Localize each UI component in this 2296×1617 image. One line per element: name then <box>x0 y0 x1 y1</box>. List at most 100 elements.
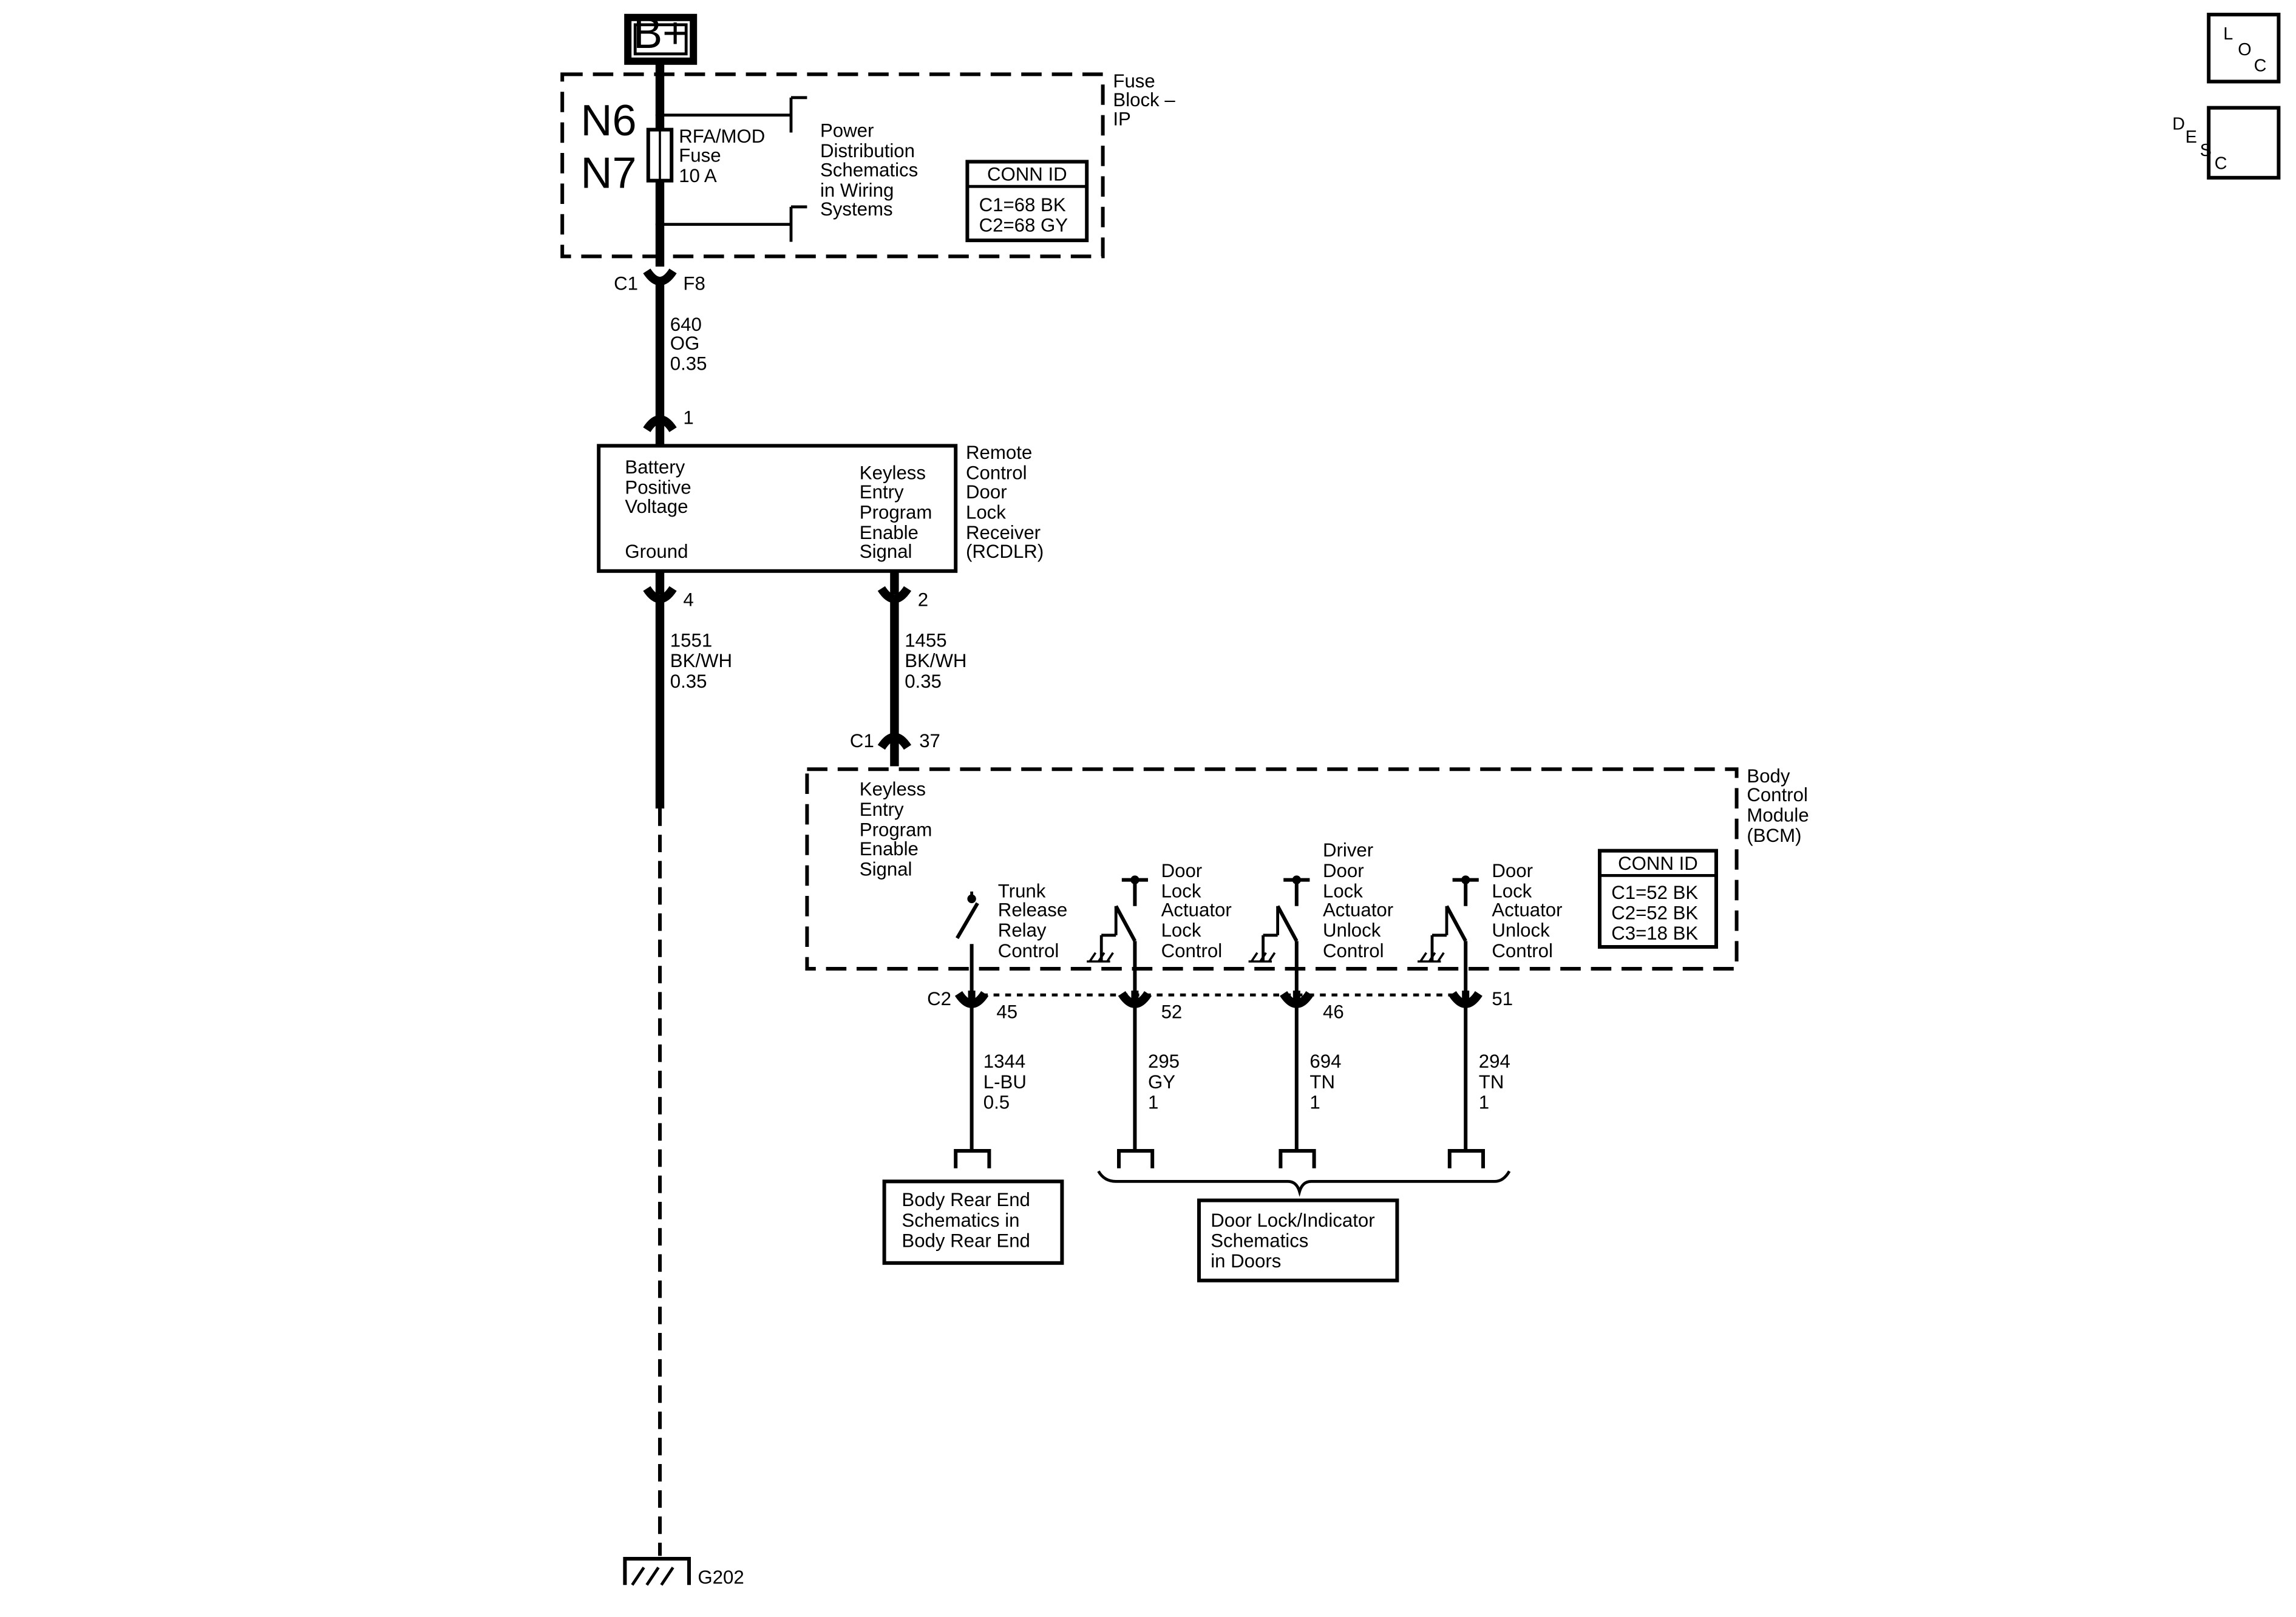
wire-label-line: 295 <box>1148 1051 1180 1072</box>
wire-label-line: BK/WH <box>670 650 732 671</box>
bcm-keyless-line: Signal <box>860 858 912 880</box>
switch-blade <box>1445 905 1467 942</box>
fuse-label-line: Fuse <box>679 144 721 166</box>
power-ref-line: Power <box>820 120 874 141</box>
output-label-line: Lock <box>1161 920 1201 941</box>
fuse-label: RFA/MOD Fuse 10 A <box>679 126 765 186</box>
output-label-line: Door <box>1492 860 1533 881</box>
connector-rcdlr-pin1-symbol <box>643 415 677 433</box>
wire-label-line: 0.5 <box>983 1091 1010 1113</box>
c2-pin-46: 46 694 TN 1 <box>1279 991 1344 1168</box>
bcm-keyless-line: Entry <box>860 799 904 820</box>
fuse-out-pin: F8 <box>683 273 705 294</box>
rcdlr-keyless-line: Entry <box>860 481 904 503</box>
output-label-line: Control <box>1161 940 1223 961</box>
rcdlr-ground-label: Ground <box>625 541 688 562</box>
c2-pin-51: 51 294 TN 1 <box>1447 988 1513 1168</box>
bcm-in-connector: C1 <box>850 730 874 751</box>
loc-letter: C <box>2254 56 2267 76</box>
power-distribution-ref: Power Distribution Schematics in Wiring … <box>820 120 918 220</box>
power-ref-line: Schematics <box>820 159 918 180</box>
wire-label-line: 0.35 <box>905 671 942 692</box>
bcm-conn-id: CONN ID C1=52 BK C2=52 BK C3=18 BK <box>1597 849 1718 949</box>
rcdlr-battery-line: Positive <box>625 477 691 498</box>
power-ref-line: in Wiring <box>820 180 894 201</box>
fuse-block-name-line: Block – <box>1113 89 1175 110</box>
bcm-keyless-line: Keyless <box>860 778 926 799</box>
bcm-output-driver-unlock: Driver Door Lock Actuator Unlock Control <box>1248 839 1393 991</box>
switch-supply <box>1283 878 1310 906</box>
rcdlr-keyless-line: Signal <box>860 541 912 562</box>
conn-id-box <box>965 160 1089 242</box>
fuse-terminal-bottom: N7 <box>581 149 637 198</box>
output-label-line: Control <box>998 940 1059 961</box>
rcdlr-box <box>597 444 958 573</box>
bcm-output-door-lock: Door Lock Actuator Lock Control <box>1087 860 1232 991</box>
bcm-keyless-label: Keyless Entry Program Enable Signal <box>860 778 932 880</box>
ref-line: Body Rear End <box>902 1230 1030 1251</box>
rcdlr-name-line: Receiver <box>966 522 1041 543</box>
switch-ground-link <box>1101 906 1118 937</box>
battery-box-inner <box>633 23 688 56</box>
wire-label-line: 0.35 <box>670 671 707 692</box>
door-lock-indicator-ref[interactable]: Door Lock/Indicator Schematics in Doors <box>1197 1198 1399 1283</box>
rcdlr-keyless-line: Enable <box>860 522 919 543</box>
power-ref-bracket-bottom <box>659 205 807 242</box>
switch-ground-link <box>1432 906 1449 937</box>
desc-button[interactable]: D E S C <box>2172 106 2281 180</box>
bcm-output-door-unlock: Door Lock Actuator Unlock Control <box>1417 860 1563 991</box>
desc-letter: C <box>2215 154 2227 173</box>
output-label-line: Release <box>998 900 1067 921</box>
desc-letter: E <box>2186 127 2197 147</box>
body-rear-end-ref[interactable]: Body Rear End Schematics in Body Rear En… <box>882 1179 1064 1265</box>
desc-letter: D <box>2172 115 2185 134</box>
output-label-line: Unlock <box>1323 920 1381 941</box>
ref-box[interactable] <box>1197 1198 1399 1283</box>
output-label-line: Door <box>1161 860 1203 881</box>
connector-rcdlr-pin2-symbol <box>877 586 912 603</box>
ref-connector-icon <box>1116 1149 1155 1168</box>
connector-rcdlr-pin4-symbol <box>643 586 677 603</box>
pin-label: 51 <box>1492 988 1513 1009</box>
fuse-label-line: RFA/MOD <box>679 126 765 147</box>
ground-bracket <box>623 1557 691 1585</box>
bcm-keyless-line: Program <box>860 819 932 841</box>
fuse-terminal-top: N6 <box>581 97 637 145</box>
ref-line: Schematics <box>1211 1230 1308 1251</box>
desc-button-frame[interactable] <box>2207 106 2281 180</box>
loc-button-frame[interactable] <box>2207 13 2281 84</box>
bcm-in-pin: 37 <box>919 730 940 751</box>
output-label-line: Unlock <box>1492 920 1550 941</box>
rcdlr-keyless-line: Program <box>860 501 932 523</box>
bcm-output-trunk-release: Trunk Release Relay Control <box>956 880 1067 991</box>
rcdlr-in-pin: 1 <box>683 407 693 428</box>
rcdlr-name-line: Door <box>966 481 1007 503</box>
ref-box[interactable] <box>882 1179 1064 1265</box>
output-label-line: Door <box>1323 860 1364 881</box>
fuse-block-boundary <box>560 72 1105 259</box>
conn-id-line: C2=68 GY <box>979 215 1068 236</box>
ref-connector-icon <box>1447 1149 1485 1168</box>
power-ref-line: Distribution <box>820 140 915 161</box>
conn-id-box <box>1597 849 1718 949</box>
rcdlr-name-line: Remote <box>966 442 1032 463</box>
rcdlr-name-line: Control <box>966 463 1027 484</box>
loc-letter: O <box>2238 40 2251 59</box>
loc-button[interactable]: L O C <box>2207 13 2281 84</box>
rcdlr-name: Remote Control Door Lock Receiver (RCDLR… <box>966 442 1044 562</box>
conn-id-line: C1=68 BK <box>979 194 1066 215</box>
wire-label-line: 1344 <box>983 1051 1025 1072</box>
wire-label-line: 640 <box>670 314 702 335</box>
pin-label: 45 <box>996 1002 1017 1023</box>
rcdlr-ground-pin: 4 <box>683 589 693 610</box>
wire-label-line: 1 <box>1479 1091 1489 1113</box>
bcm-keyless-line: Enable <box>860 838 919 859</box>
power-ref-line: Systems <box>820 198 893 220</box>
wire-label-line: 0.35 <box>670 353 707 375</box>
rcdlr-keyless-label: Keyless Entry Program Enable Signal <box>860 463 932 563</box>
wire-label-line: BK/WH <box>905 650 966 671</box>
wire-label-line: GY <box>1148 1071 1175 1093</box>
output-label-line: Lock <box>1492 880 1532 901</box>
output-label-line: Control <box>1323 940 1384 961</box>
